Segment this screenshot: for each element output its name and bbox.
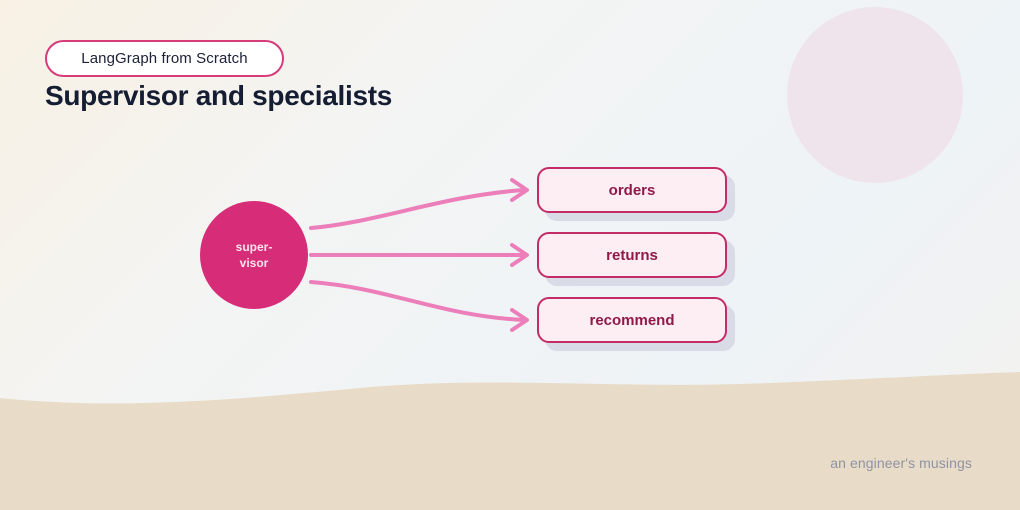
specialist-node-orders: orders [537, 167, 727, 213]
specialist-label-returns: returns [606, 246, 658, 264]
footer-signature: an engineer's musings [830, 455, 972, 471]
supervisor-node: super- visor [200, 201, 308, 309]
supervisor-label-line2: visor [239, 256, 269, 270]
edge-to-orders [309, 188, 526, 230]
specialist-label-orders: orders [608, 181, 656, 199]
edge-to-recommend [309, 280, 526, 322]
page-title: Supervisor and specialists [45, 80, 393, 111]
edge-to-orders-arrowhead [510, 178, 529, 202]
supervisor-label-line1: super- [235, 240, 273, 254]
edge-to-returns-arrowhead [510, 243, 529, 267]
decorative-circle [787, 7, 963, 183]
series-badge-label: LangGraph from Scratch [81, 50, 248, 67]
edge-to-recommend-arrowhead [510, 308, 529, 332]
specialist-node-returns: returns [537, 232, 727, 278]
sand-wave [0, 372, 1020, 510]
specialist-label-recommend: recommend [589, 311, 675, 329]
series-badge: LangGraph from Scratch [45, 40, 284, 77]
specialist-node-recommend: recommend [537, 297, 727, 343]
